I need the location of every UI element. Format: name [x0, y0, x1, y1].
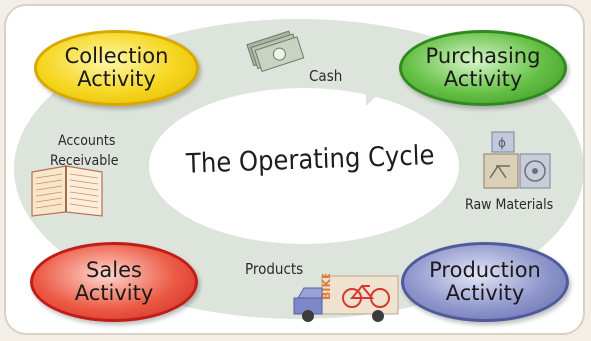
purchasing-activity-oval: Purchasing Activity: [399, 30, 567, 106]
purchasing-line2: Activity: [443, 67, 523, 91]
arrowhead-top: [366, 36, 401, 106]
cycle-center: [149, 88, 459, 244]
production-activity-oval: Production Activity: [401, 242, 569, 322]
accounts-receivable-line2: Receivable: [50, 153, 119, 169]
products-label: Products: [245, 260, 304, 278]
delivery-truck-icon: BIKES: [293, 274, 399, 322]
diagram-frame: The Operating Cycle Collection Activity …: [4, 4, 585, 335]
purchasing-line1: Purchasing: [425, 44, 541, 68]
truck-text: BIKES: [320, 274, 333, 300]
sales-line1: Sales: [86, 258, 142, 282]
cash-label: Cash: [309, 67, 343, 85]
sales-line2: Activity: [74, 281, 154, 305]
raw-materials-label: Raw Materials: [465, 197, 554, 213]
production-line2: Activity: [445, 281, 525, 305]
raw-materials-boxes-icon: ɸ: [483, 131, 551, 189]
collection-line2: Activity: [77, 67, 156, 91]
svg-text:ɸ: ɸ: [498, 136, 506, 150]
production-line1: Production: [429, 258, 541, 282]
collection-activity-oval: Collection Activity: [34, 30, 199, 106]
ledger-book-icon: [31, 165, 103, 217]
arrowhead-bottom: [208, 240, 244, 308]
cash-money-icon: [246, 30, 305, 73]
accounts-receivable-line1: Accounts: [58, 133, 116, 149]
collection-line1: Collection: [64, 44, 169, 68]
sales-activity-oval: Sales Activity: [30, 242, 198, 322]
